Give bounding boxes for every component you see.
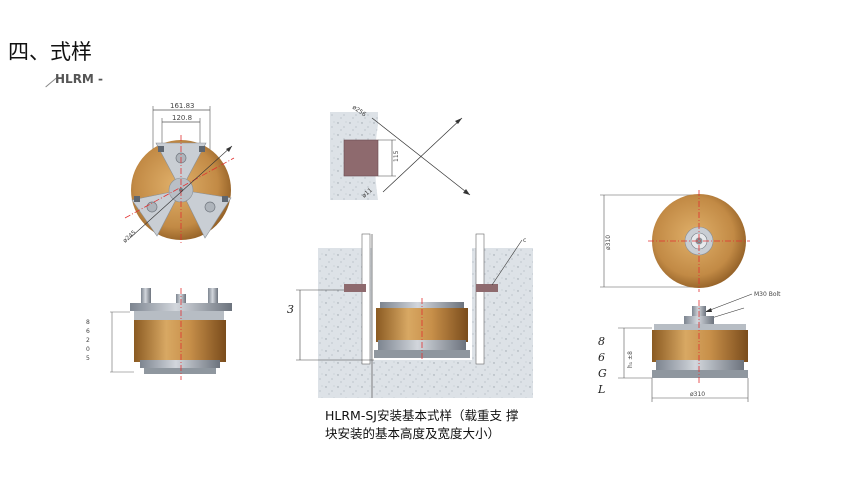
embed-callout: c <box>523 237 526 244</box>
section-heading: 四、式样 <box>8 40 92 64</box>
side-code-2: 6 <box>86 328 90 335</box>
right-bottom-diameter: ø310 <box>690 391 705 398</box>
right-height-label: h₁ ±8 <box>627 351 634 368</box>
right-diameter-vertical: ø310 <box>605 235 612 250</box>
top-dim-outer: 161.83 <box>170 102 195 110</box>
wall-height-label: 3 <box>287 303 294 316</box>
side-code-4: 0 <box>86 346 90 353</box>
side-code-3: 2 <box>86 337 90 344</box>
installation-caption: HLRM-SJ安装基本式样（载重支 撑块安装的基本高度及宽度大小） <box>325 408 519 441</box>
top-diameter: ø245 <box>122 229 138 244</box>
installation-view: 3 c <box>287 230 533 398</box>
side-code-1: 8 <box>86 319 90 326</box>
right-letter-1: 8 <box>598 335 605 348</box>
right-plan-view: ø310 <box>600 190 750 292</box>
right-letter-4: L <box>597 383 605 396</box>
embed-height: 115 <box>393 150 400 162</box>
right-letter-3: G <box>598 367 607 380</box>
right-letter-2: 6 <box>598 351 605 364</box>
left-plan-view: 161.83 120.8 ø245 <box>122 102 235 245</box>
side-code-5: 5 <box>86 355 90 362</box>
top-dim-inner: 120.8 <box>172 114 192 122</box>
bolt-label: M30 Bolt <box>754 291 781 298</box>
model-subheading: HLRM - <box>55 72 104 86</box>
left-side-view: 8 6 2 0 5 <box>86 288 232 380</box>
right-side-view: M30 Bolt 8 6 G L h₁ ±8 ø310 <box>597 291 781 402</box>
embed-section-view: 115 ø256 ø11 <box>330 104 471 200</box>
